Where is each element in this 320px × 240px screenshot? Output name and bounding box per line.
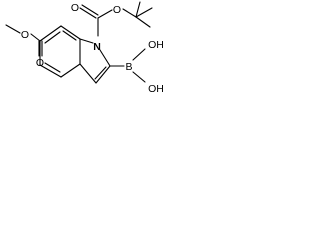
bond-ester-c6 <box>39 25 62 42</box>
bond-boc-carbon-oxygen <box>97 9 113 19</box>
bond-tbutyl-methyl-1 <box>135 7 153 18</box>
indole-nitrogen-label: N <box>93 41 101 53</box>
bond-oxygen-tbutyl <box>122 8 137 18</box>
bond-n1-c2 <box>99 49 111 67</box>
bond-c7-n1 <box>79 38 94 44</box>
ester-oxygen-label: O <box>21 29 29 41</box>
bond-boc-carbonyl-1 <box>79 7 97 19</box>
bond-c7a-c3a <box>60 63 81 78</box>
hydroxyl-bottom-label: OH <box>148 83 164 95</box>
bond-tbutyl-methyl-2 <box>135 16 151 28</box>
atom-labels: O O N O O B OH OH <box>21 2 164 95</box>
bond-c3a-c4-inner <box>44 62 61 73</box>
bond-boc-carbonyl-2 <box>81 4 99 16</box>
bond-c3a-c4 <box>39 64 62 78</box>
boron-label: B <box>125 61 132 73</box>
hydroxyl-top-label: OH <box>148 39 164 51</box>
bond-c6-c7-inner <box>62 30 77 41</box>
bond-c2-c3-inner <box>94 66 107 80</box>
bond-c5-c6-inner <box>44 31 61 44</box>
boc-ether-oxygen-label: O <box>113 4 121 16</box>
bond-c3-c3a <box>79 63 97 84</box>
bond-c6-c7 <box>60 25 81 40</box>
bond-boron-oh-top <box>132 48 146 61</box>
bond-tbutyl-methyl-3 <box>135 1 141 18</box>
bond-c2-c3 <box>95 65 111 84</box>
bond-ester-oxygen-carbon <box>30 33 41 42</box>
bonds <box>5 1 153 84</box>
ester-carbonyl-oxygen-label: O <box>36 57 44 69</box>
chemical-structure: O O N O O B OH OH <box>5 1 164 95</box>
boc-carbonyl-oxygen-label: O <box>71 2 79 14</box>
bond-boron-oh-bottom <box>132 71 146 83</box>
bond-methyl-ester-oxygen <box>5 24 21 34</box>
